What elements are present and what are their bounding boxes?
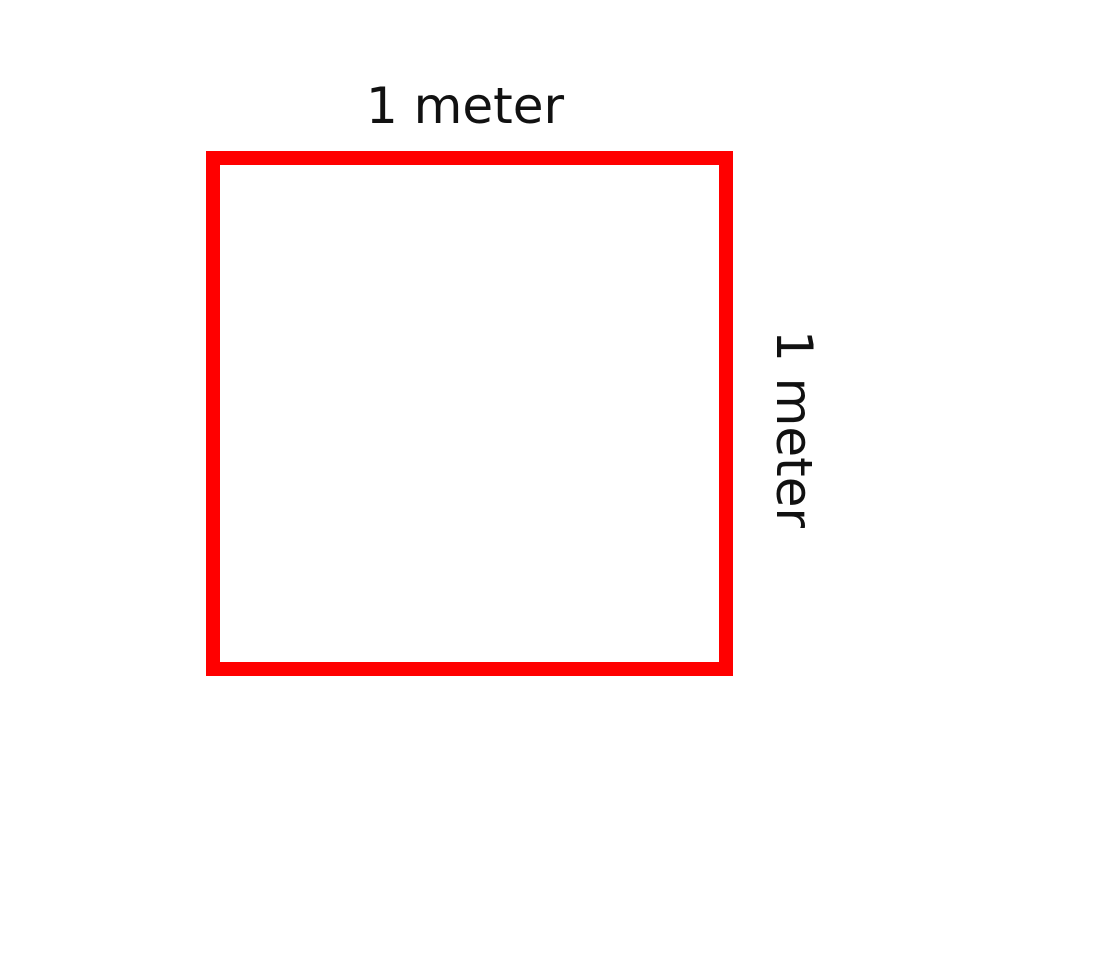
top-side-length-label: 1 meter — [365, 77, 565, 135]
square-outline — [206, 151, 733, 676]
right-side-length-label: 1 meter — [765, 329, 823, 529]
